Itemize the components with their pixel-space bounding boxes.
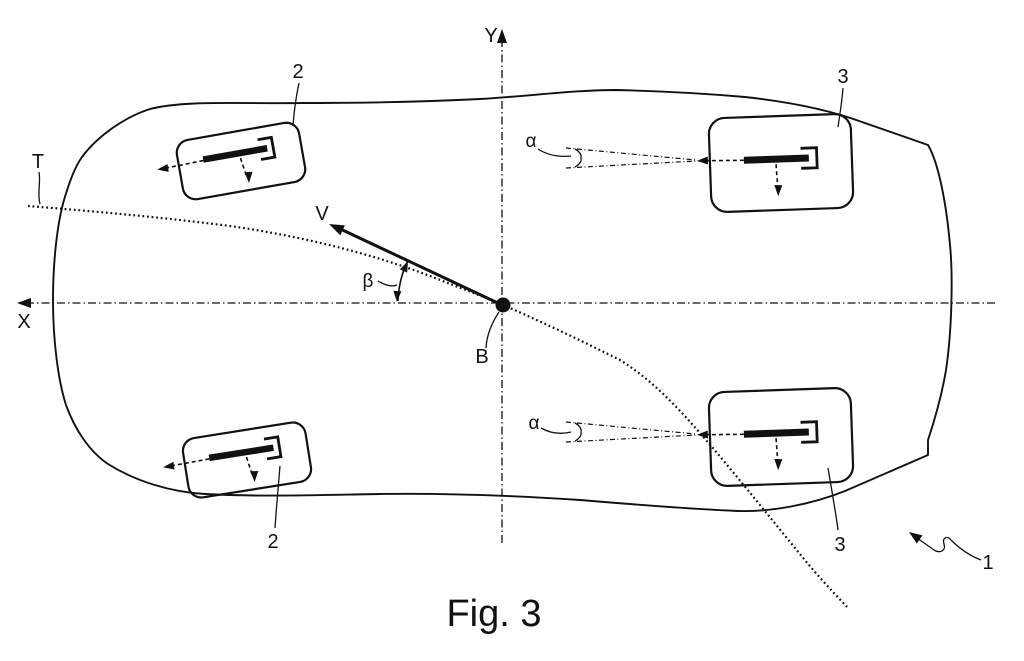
y-axis (497, 29, 507, 543)
label-wheel-upper-right: 3 (837, 66, 848, 88)
vehicle-ref-squiggle (913, 535, 982, 561)
velocity-vector (329, 224, 501, 306)
label-vehicle: 1 (982, 552, 993, 574)
label-trajectory: T (32, 151, 44, 173)
label-beta: β (363, 271, 374, 292)
wheel-upper-left-leader (292, 82, 300, 127)
wheel-sensor-bracket (800, 420, 819, 444)
wheel-lateral-arrowhead (774, 185, 783, 197)
wheel-sensor-bracket (800, 146, 819, 170)
label-axis-x: X (17, 311, 30, 333)
label-axis-y: Y (484, 25, 497, 47)
label-alpha-upper: α (526, 131, 537, 152)
wheel-lower-left-leader (274, 465, 281, 529)
car-body-outline (52, 89, 953, 513)
center-point (485, 297, 511, 349)
y-axis-arrowhead (497, 29, 507, 43)
vehicle-reference (909, 532, 982, 561)
trajectory-curve (27, 204, 849, 609)
label-velocity: V (315, 203, 329, 225)
label-wheel-lower-right: 3 (834, 534, 845, 556)
label-wheel-lower-left: 2 (267, 531, 278, 553)
wheel-speed-bar (208, 444, 274, 462)
label-point-b: B (475, 346, 488, 368)
wheel-speed-bar (743, 154, 809, 164)
beta-label-leader (377, 280, 398, 287)
alpha-angle-bracket (574, 422, 582, 442)
point-b-dot (495, 297, 511, 313)
wheel-speed-bar (743, 428, 809, 438)
wheel-sensor-bracket (263, 435, 283, 461)
wheel-direction-arrowhead (163, 461, 175, 470)
velocity-line (333, 224, 501, 306)
beta-angle (377, 261, 408, 302)
x-axis-arrowhead (17, 298, 31, 308)
wheel-sensor-bracket (257, 135, 277, 161)
wheel-lower-right (696, 386, 855, 488)
wheel-direction-arrowhead (696, 156, 709, 165)
tire-outline (181, 421, 313, 499)
wheel-direction-arrowhead (157, 164, 169, 172)
slip-angle-lower (540, 421, 697, 443)
alpha-label-leader (540, 427, 572, 434)
wheel-upper-right-leader (837, 87, 844, 128)
wheel-upper-right (696, 112, 855, 214)
wheel-upper-left (157, 121, 307, 201)
alpha-angle-bracket (574, 148, 582, 168)
beta-arc-arrowhead-top (399, 261, 408, 273)
point-b-leader (485, 311, 500, 349)
vehicle-ref-arrowhead (909, 532, 923, 544)
tire-outline (707, 386, 855, 488)
figure-caption: Fig. 3 (446, 593, 541, 635)
alpha-label-leader (537, 148, 572, 157)
wheel-lateral-arrowhead (250, 471, 259, 483)
beta-arc-arrowhead-bottom (393, 290, 402, 302)
trajectory-label-leader (38, 171, 41, 205)
wheel-lateral-arrowhead (774, 459, 783, 471)
wheel-direction-arrowhead (696, 430, 709, 439)
label-wheel-upper-left: 2 (292, 61, 303, 83)
velocity-arrowhead (329, 224, 345, 236)
slip-angle-upper (537, 147, 697, 169)
tire-outline (707, 112, 855, 214)
wheel-lower-right-leader (827, 467, 839, 531)
tire-outline (175, 121, 307, 201)
label-alpha-lower: α (529, 413, 540, 434)
wheel-speed-bar (202, 145, 268, 163)
wheel-lateral-arrowhead (244, 171, 253, 183)
wheel-lower-left (163, 421, 313, 499)
